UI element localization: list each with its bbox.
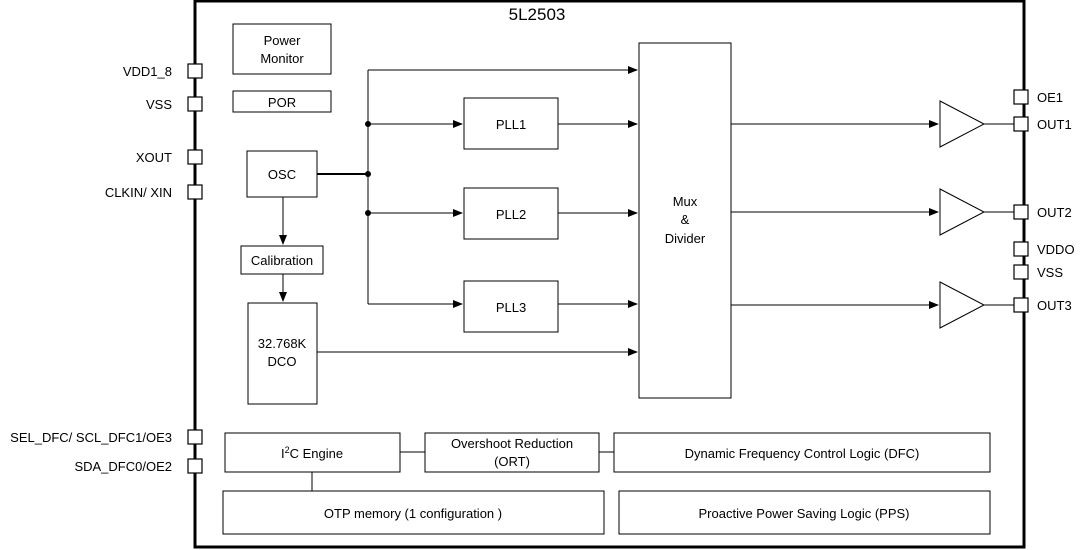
pll1-block <box>463 97 559 150</box>
calibration-block <box>240 245 324 275</box>
mux-label-2: & <box>681 212 690 227</box>
i2c-engine-label: I2C Engine <box>281 445 343 461</box>
pin-label-out1: OUT1 <box>1037 117 1072 132</box>
pin-label-vss-right: VSS <box>1037 265 1063 280</box>
pin-label-out2: OUT2 <box>1037 205 1072 220</box>
dco-label-2: DCO <box>268 354 297 369</box>
osc-block <box>246 150 318 198</box>
pin-label-xout: XOUT <box>136 150 172 165</box>
pin-out1 <box>1013 116 1029 132</box>
dco-label-1: 32.768K <box>258 336 307 351</box>
pll3-label: PLL3 <box>496 300 526 315</box>
pin-vss-left <box>187 96 203 112</box>
power-monitor-block <box>232 23 332 75</box>
connections <box>279 66 1014 491</box>
pin-vdd1_8 <box>187 63 203 79</box>
pin-label-oe1: OE1 <box>1037 90 1063 105</box>
ort-label-2: (ORT) <box>494 454 530 469</box>
power-monitor-label-1: Power <box>264 33 302 48</box>
pll2-block <box>463 187 559 240</box>
pll1-label: PLL1 <box>496 117 526 132</box>
pin-label-vss-left: VSS <box>146 97 172 112</box>
pin-out2 <box>1013 204 1029 220</box>
pin-label-vdd1_8: VDD1_8 <box>123 64 172 79</box>
por-block <box>232 90 332 113</box>
mux-divider-block <box>638 42 732 399</box>
otp-memory-block <box>222 490 605 535</box>
pin-xout <box>187 149 203 165</box>
pin-clkin-xin <box>187 184 203 200</box>
pin-label-sda-dfc0: SDA_DFC0/OE2 <box>74 459 172 474</box>
mux-label-3: Divider <box>665 231 706 246</box>
dco-block <box>247 302 318 405</box>
out1-buffer <box>939 100 986 148</box>
pin-label-sel-dfc: SEL_DFC/ SCL_DFC1/OE3 <box>10 430 172 445</box>
pin-label-vddo: VDDO <box>1037 242 1075 257</box>
pin-label-clkin-xin: CLKIN/ XIN <box>105 185 172 200</box>
otp-memory-label: OTP memory (1 configuration ) <box>324 506 502 521</box>
chip-title: 5L2503 <box>509 5 566 24</box>
pps-block <box>618 490 991 535</box>
power-monitor-label-2: Monitor <box>260 51 304 66</box>
por-label: POR <box>268 95 296 110</box>
pin-out3 <box>1013 297 1029 313</box>
pll3-block <box>463 280 559 333</box>
dfc-block <box>613 432 991 473</box>
ort-label-1: Overshoot Reduction <box>451 436 573 451</box>
osc-label: OSC <box>268 167 296 182</box>
out3-buffer <box>939 281 986 329</box>
out2-buffer <box>939 188 986 236</box>
i2c-engine-block <box>224 432 401 473</box>
dfc-label: Dynamic Frequency Control Logic (DFC) <box>685 446 920 461</box>
pin-vss-right <box>1013 264 1029 280</box>
pin-sda-dfc0 <box>187 458 203 474</box>
calibration-label: Calibration <box>251 253 313 268</box>
pin-sel-dfc <box>187 429 203 445</box>
pll2-label: PLL2 <box>496 207 526 222</box>
ort-block <box>424 432 600 473</box>
pps-label: Proactive Power Saving Logic (PPS) <box>699 506 910 521</box>
pin-label-out3: OUT3 <box>1037 298 1072 313</box>
mux-label-1: Mux <box>673 194 698 209</box>
pin-vddo <box>1013 241 1029 257</box>
pin-oe1 <box>1013 89 1029 105</box>
